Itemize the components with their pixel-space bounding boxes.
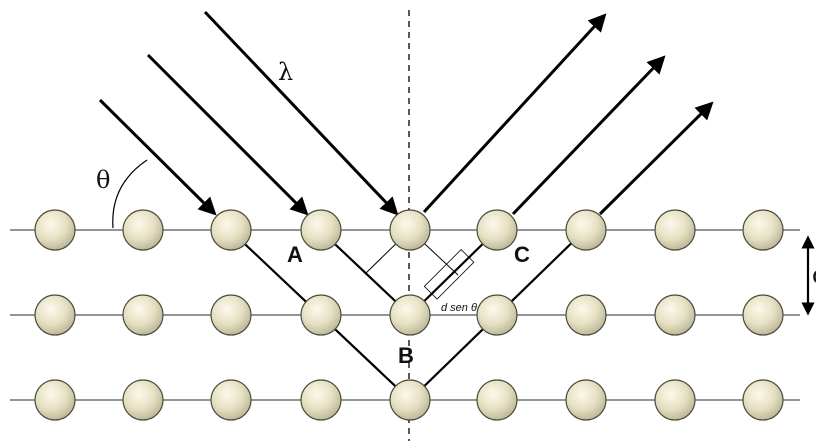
atom: [565, 379, 607, 421]
reflected-ray-2: [511, 55, 666, 216]
incident-rays: [98, 10, 399, 216]
atom: [300, 209, 342, 251]
atom: [34, 379, 76, 421]
atom: [654, 294, 696, 336]
atom: [210, 209, 252, 251]
atom: [389, 379, 431, 421]
point-a-label: A: [287, 242, 303, 267]
angle-arc: [112, 159, 148, 229]
reflected-ray-3: [598, 101, 714, 216]
atom: [742, 209, 784, 251]
atom: [122, 379, 164, 421]
incident-ray-3: [203, 10, 399, 216]
atom: [476, 294, 518, 336]
atom: [300, 379, 342, 421]
atom: [34, 209, 76, 251]
path-difference-label: d sen θ: [441, 302, 477, 314]
reflected-ray-1: [422, 13, 607, 214]
reflected-rays: [422, 13, 714, 216]
incident-ray-2: [146, 53, 309, 216]
incident-ray-1: [98, 98, 217, 216]
atom: [654, 379, 696, 421]
atom: [34, 294, 76, 336]
atom: [565, 294, 607, 336]
atom: [654, 209, 696, 251]
angle-label: θ: [96, 166, 110, 194]
atom: [210, 294, 252, 336]
atom: [389, 209, 431, 251]
atom: [122, 294, 164, 336]
path-difference-annotation: [423, 249, 475, 300]
atom: [389, 294, 431, 336]
atom: [742, 294, 784, 336]
atom: [565, 209, 607, 251]
atom: [210, 379, 252, 421]
atom: [476, 379, 518, 421]
atom: [300, 294, 342, 336]
wavelength-label: λ: [278, 58, 293, 86]
point-b-label: B: [398, 343, 414, 368]
point-c-label: C: [514, 242, 530, 267]
spacing-label: d: [812, 261, 816, 289]
atom: [742, 379, 784, 421]
atoms: [34, 209, 784, 421]
atom: [476, 209, 518, 251]
atom: [122, 209, 164, 251]
